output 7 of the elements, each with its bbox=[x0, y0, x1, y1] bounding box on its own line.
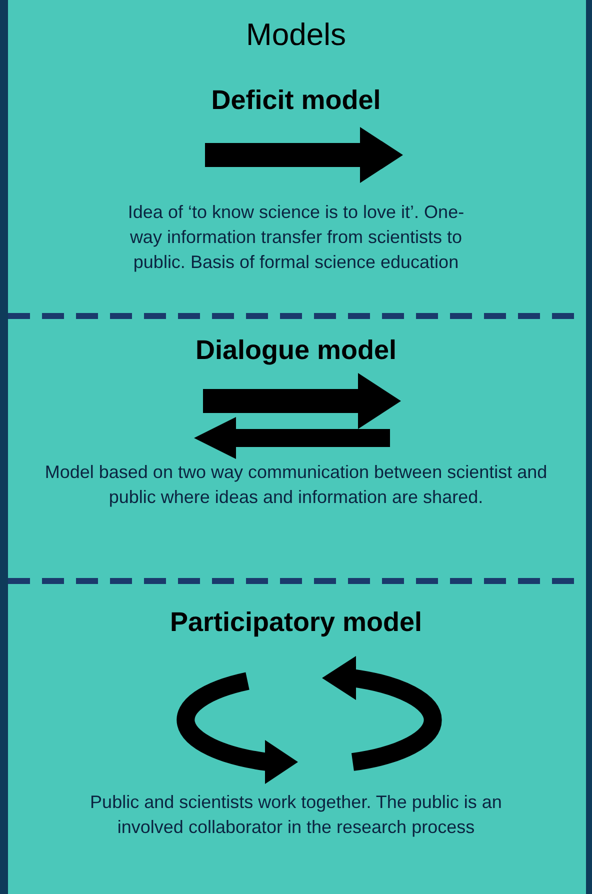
title: Models bbox=[245, 16, 347, 54]
section-heading: Participatory model bbox=[170, 606, 422, 639]
section-heading: Deficit model bbox=[211, 84, 381, 117]
description-text: Model based on two way communication between scientist and public where ideas and information are shared. bbox=[44, 461, 548, 509]
section-heading: Dialogue model bbox=[195, 334, 397, 367]
description-text: Public and scientists work together. The public is an involved collaborator in the research process bbox=[89, 791, 503, 839]
description-text: Idea of ‘to know science is to love it’. One-way information transfer from scientists to public. Basis of formal science education bbox=[126, 201, 466, 274]
